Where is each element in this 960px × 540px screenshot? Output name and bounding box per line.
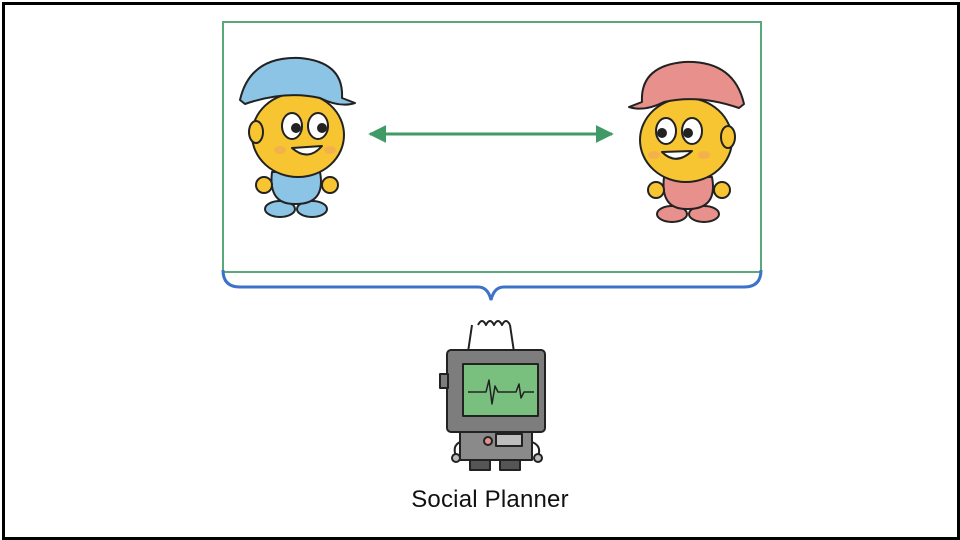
agents-group-box: [222, 21, 762, 273]
group-brace: [221, 269, 763, 301]
planner-caption: Social Planner: [411, 486, 569, 513]
blue-agent-icon: [239, 56, 356, 218]
red-agent-icon: [628, 60, 745, 223]
robot-planner-icon: [439, 320, 546, 471]
